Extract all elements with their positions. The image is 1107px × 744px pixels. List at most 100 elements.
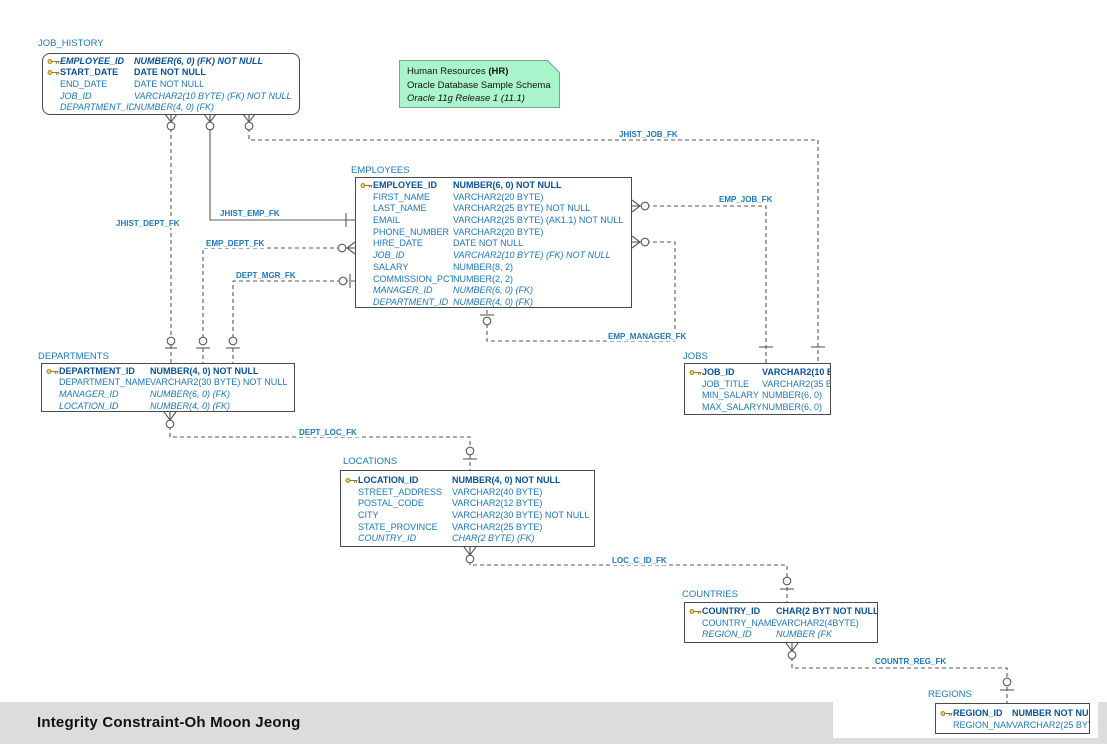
key-cell-empty bbox=[42, 377, 59, 389]
column-type: VARCHAR2(4BYTE) bbox=[776, 617, 859, 628]
cardinality-circle-icon bbox=[198, 336, 208, 346]
column-type: VARCHAR2(25 BYTE) (AK1.1) NOT NULL bbox=[453, 215, 624, 226]
primary-key-icon bbox=[47, 58, 60, 64]
key-cell-empty bbox=[356, 227, 373, 239]
key-cell-empty bbox=[42, 401, 59, 411]
column-name: REGION_ID bbox=[702, 629, 752, 640]
relationship-label-emp_job_fk: EMP_JOB_FK bbox=[717, 195, 775, 204]
column-name: LOCATION_ID bbox=[59, 400, 119, 411]
column-type: VARCHAR2(25 BYTE) NOT NULL bbox=[453, 203, 591, 214]
column-name: MANAGER_ID bbox=[59, 388, 119, 399]
column-row: JOB_ID VARCHAR2(10 B bbox=[685, 367, 830, 379]
primary-key-icon bbox=[345, 478, 358, 484]
column-name: JOB_ID bbox=[373, 250, 405, 261]
column-name: STATE_PROVINCE bbox=[358, 521, 438, 532]
entity-title-employees: EMPLOYEES bbox=[351, 165, 410, 176]
column-type: VARCHAR2(10 B bbox=[762, 367, 830, 377]
column-type: VARCHAR2(10 BYTE) (FK) NOT NULL bbox=[134, 90, 292, 101]
key-cell-empty bbox=[341, 522, 358, 534]
cardinality-circle-icon bbox=[640, 237, 650, 247]
key-cell-empty bbox=[685, 379, 702, 391]
document-title: Integrity Constraint-Oh Moon Jeong bbox=[37, 714, 301, 731]
key-cell-empty bbox=[356, 297, 373, 307]
cardinality-circle-icon bbox=[228, 336, 238, 346]
key-cell bbox=[42, 366, 59, 378]
cardinality-circle-icon bbox=[482, 316, 492, 326]
column-name: JOB_ID bbox=[702, 367, 735, 377]
key-cell bbox=[685, 606, 702, 618]
key-cell-empty bbox=[356, 250, 373, 262]
column-name: DEPARTMENT_NAME bbox=[59, 377, 150, 388]
column-name: DEPARTMENT_ID bbox=[59, 365, 135, 376]
column-name: DEPARTMENT_ID bbox=[60, 102, 134, 113]
key-cell bbox=[341, 475, 358, 487]
cardinality-circle-icon bbox=[244, 121, 254, 131]
primary-key-icon bbox=[360, 183, 373, 189]
column-type: VARCHAR2(20 BYTE) bbox=[453, 191, 544, 202]
column-name: LAST_NAME bbox=[373, 203, 427, 214]
relationship-label-emp_dept_fk: EMP_DEPT_FK bbox=[204, 239, 267, 248]
entity-title-regions: REGIONS bbox=[928, 689, 972, 700]
column-name: JOB_ID bbox=[60, 90, 92, 101]
relationship-line-countr_reg_fk bbox=[791, 643, 1008, 703]
column-type: NUMBER(6, 0) (FK) bbox=[453, 285, 534, 296]
cardinality-circle-icon bbox=[165, 419, 175, 429]
cardinality-circle-icon bbox=[787, 650, 797, 660]
key-cell-empty bbox=[356, 262, 373, 274]
cardinality-circle-icon bbox=[465, 446, 475, 456]
key-cell-empty bbox=[356, 238, 373, 250]
key-cell-empty bbox=[341, 510, 358, 522]
relationship-label-jhist_emp_fk: JHIST_EMP_FK bbox=[218, 209, 282, 218]
column-row: END_DATE DATE NOT NULL bbox=[43, 79, 299, 91]
cardinality-circle-icon bbox=[337, 243, 347, 253]
key-cell-empty bbox=[356, 192, 373, 204]
cardinality-circle-icon bbox=[338, 276, 348, 286]
cardinality-circle-icon bbox=[640, 201, 650, 211]
key-cell bbox=[43, 56, 60, 68]
key-cell-empty bbox=[43, 91, 60, 103]
column-name: DEPARTMENT_ID bbox=[373, 296, 449, 307]
column-type: NUMBER NOT NULL bbox=[1012, 708, 1089, 718]
key-cell-empty bbox=[685, 618, 702, 630]
entity-title-countries: COUNTRIES bbox=[682, 589, 738, 600]
key-cell-empty bbox=[685, 629, 702, 641]
column-name: MAX_SALARY bbox=[702, 402, 762, 413]
entity-title-locations: LOCATIONS bbox=[343, 456, 398, 467]
key-cell-empty bbox=[356, 274, 373, 286]
relationship-label-dept_mgr_fk: DEPT_MGR_FK bbox=[234, 271, 298, 280]
column-row: DEPARTMENT_ID NUMBER(4, 0) NOT NULL bbox=[42, 366, 294, 378]
column-type: NUMBER(8, 2) bbox=[453, 261, 514, 272]
cardinality-circle-icon bbox=[465, 554, 475, 564]
column-type: VARCHAR2(10 BYTE) (FK) NOT NULL bbox=[453, 250, 611, 261]
column-type: DATE NOT NULL bbox=[134, 78, 205, 89]
column-type: NUMBER(4, 0) NOT NULL bbox=[150, 365, 259, 376]
column-type: VARCHAR2(12 BYTE) bbox=[452, 498, 543, 509]
relationship-line-jhist_emp_fk bbox=[209, 114, 355, 221]
column-name: COUNTRY_NAME bbox=[702, 617, 776, 628]
key-cell-empty bbox=[356, 203, 373, 215]
relationship-line-emp_manager_fk bbox=[486, 241, 676, 342]
column-row: JOB_ID VARCHAR2(10 BYTE) (FK) NOT NULL bbox=[356, 250, 631, 262]
column-name: END_DATE bbox=[60, 78, 108, 89]
relationship-line-jhist_job_fk bbox=[248, 114, 819, 363]
key-cell-empty bbox=[936, 720, 953, 732]
column-type: NUMBER(6, 0) bbox=[762, 390, 823, 401]
